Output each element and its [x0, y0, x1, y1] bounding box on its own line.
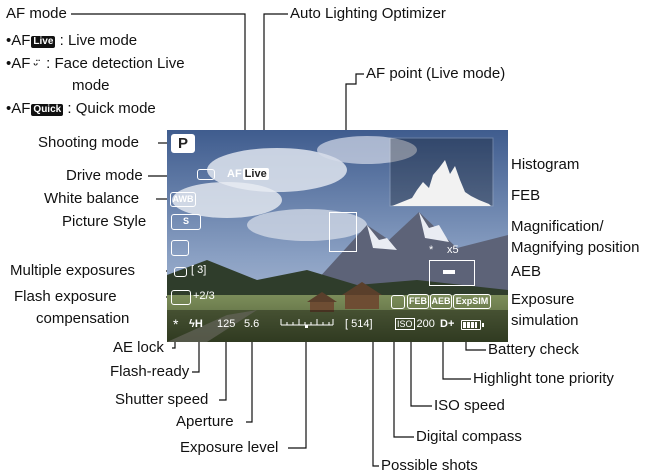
magnify-star-icon: * — [429, 244, 434, 256]
af-quick-tag-icon: Quick — [31, 104, 64, 116]
drive-mode-icon — [197, 169, 215, 180]
label-auto-lighting-optimizer: Auto Lighting Optimizer — [290, 5, 446, 22]
info-bar — [167, 310, 508, 342]
iso-value: 200 — [416, 318, 435, 330]
label-white-balance: White balance — [44, 190, 140, 207]
label-possible-shots: Possible shots — [381, 457, 478, 474]
aperture-value: 5.6 — [244, 318, 260, 330]
magnifying-position-marker — [443, 270, 455, 274]
af-point-frame — [329, 212, 357, 252]
white-balance-icon: AWB — [170, 192, 196, 207]
label-battery-check: Battery check — [488, 341, 579, 358]
flash-comp-icon — [171, 290, 191, 305]
label-histogram: Histogram — [511, 156, 580, 173]
aeb-icon: AEB — [430, 294, 452, 309]
label-af-mode: AF mode — [6, 5, 67, 22]
label-magnification-line2: Magnifying position — [511, 239, 640, 256]
flash-comp-value: +2/3 — [193, 290, 215, 302]
label-feb: FEB — [511, 187, 541, 204]
label-ae-lock: AE lock — [113, 339, 164, 356]
label-flash-ready: Flash-ready — [110, 363, 190, 380]
label-aperture: Aperture — [176, 413, 234, 430]
picture-style-icon: S — [171, 214, 201, 230]
label-magnification-line1: Magnification/ — [511, 218, 604, 235]
exposure-simulation-icon: ExpSIM — [453, 294, 491, 309]
multiple-exposures-icon — [174, 267, 187, 277]
label-iso-speed: ISO speed — [434, 397, 505, 414]
battery-icon — [461, 320, 484, 330]
label-flash-comp-line1: Flash exposure — [14, 288, 117, 305]
flash-ready-indicator: ϟH — [189, 318, 203, 330]
label-exposure-simulation-line2: simulation — [511, 312, 579, 329]
label-exposure-level: Exposure level — [180, 439, 279, 456]
face-detection-icon: ᵕ̈ — [33, 59, 38, 71]
label-aeb: AEB — [511, 263, 542, 280]
highlight-tone-priority-indicator: D+ — [440, 318, 455, 330]
feb-icon: FEB — [407, 294, 429, 309]
shutter-speed-value: 125 — [217, 318, 236, 330]
auto-lighting-optimizer-icon — [171, 240, 189, 256]
iso-label: ISO — [395, 318, 415, 330]
label-drive-mode: Drive mode — [66, 167, 143, 184]
label-multiple-exposures: Multiple exposures — [10, 262, 136, 279]
multiple-exposures-count: [ 3] — [191, 264, 207, 276]
compass-icon — [391, 295, 405, 309]
label-flash-comp-line2: compensation — [36, 310, 130, 327]
exposure-level-scale — [280, 319, 334, 328]
label-shutter-speed: Shutter speed — [115, 391, 209, 408]
label-exposure-simulation-line1: Exposure — [511, 291, 575, 308]
possible-shots-value: [ 514] — [345, 318, 373, 330]
af-face-mode-item-line2: mode — [72, 77, 110, 94]
label-highlight-tone-priority: Highlight tone priority — [473, 370, 614, 387]
label-picture-style: Picture Style — [62, 213, 147, 230]
magnification-value: x5 — [447, 244, 459, 256]
label-shooting-mode: Shooting mode — [38, 134, 139, 151]
magnifying-position-box — [429, 260, 475, 286]
af-live-tag-icon: Live — [31, 36, 56, 48]
af-live-tag: Live — [242, 168, 269, 180]
landscape-photo — [167, 130, 508, 342]
ae-lock-indicator: * — [173, 316, 179, 332]
label-digital-compass: Digital compass — [416, 428, 522, 445]
shooting-mode-indicator: P — [171, 134, 195, 153]
label-af-point: AF point (Live mode) — [366, 65, 506, 82]
